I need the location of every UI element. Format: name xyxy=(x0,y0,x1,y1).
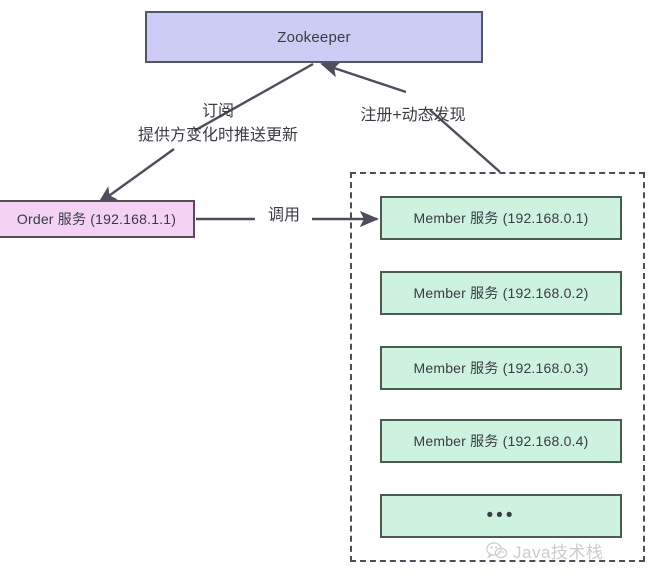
provider-group-boundary xyxy=(350,172,645,562)
watermark: Java技术栈 xyxy=(486,538,603,563)
member-service-node: Member 服务 (192.168.0.3) xyxy=(380,346,622,390)
wechat-icon xyxy=(486,541,508,559)
edge-label-invoke: 调用 xyxy=(267,207,300,224)
order-service-node: Order 服务 (192.168.1.1) xyxy=(0,200,195,238)
edge-label-subscribe: 订阅 提供方变化时推送更新 xyxy=(108,100,328,148)
edge-label-subscribe-line1: 订阅 xyxy=(201,103,234,120)
member-service-node: Member 服务 (192.168.0.1) xyxy=(380,196,622,240)
edge-label-register: 注册+动态发现 xyxy=(360,107,466,124)
member-service-node: Member 服务 (192.168.0.4) xyxy=(380,419,622,463)
member-service-label: Member 服务 (192.168.0.4) xyxy=(413,433,589,449)
order-service-label: Order 服务 (192.168.1.1) xyxy=(16,211,177,227)
zookeeper-label: Zookeeper xyxy=(277,28,351,46)
watermark-label: Java技术栈 xyxy=(513,543,604,562)
zookeeper-node: Zookeeper xyxy=(145,11,483,63)
member-service-label: Member 服务 (192.168.0.3) xyxy=(413,360,589,376)
member-service-ellipsis-label: ••• xyxy=(486,505,516,526)
member-service-label: Member 服务 (192.168.0.2) xyxy=(413,285,589,301)
member-service-node: Member 服务 (192.168.0.2) xyxy=(380,271,622,315)
member-service-node-ellipsis: ••• xyxy=(380,494,622,538)
member-service-label: Member 服务 (192.168.0.1) xyxy=(413,210,589,226)
edge-label-subscribe-line2: 提供方变化时推送更新 xyxy=(137,127,298,144)
